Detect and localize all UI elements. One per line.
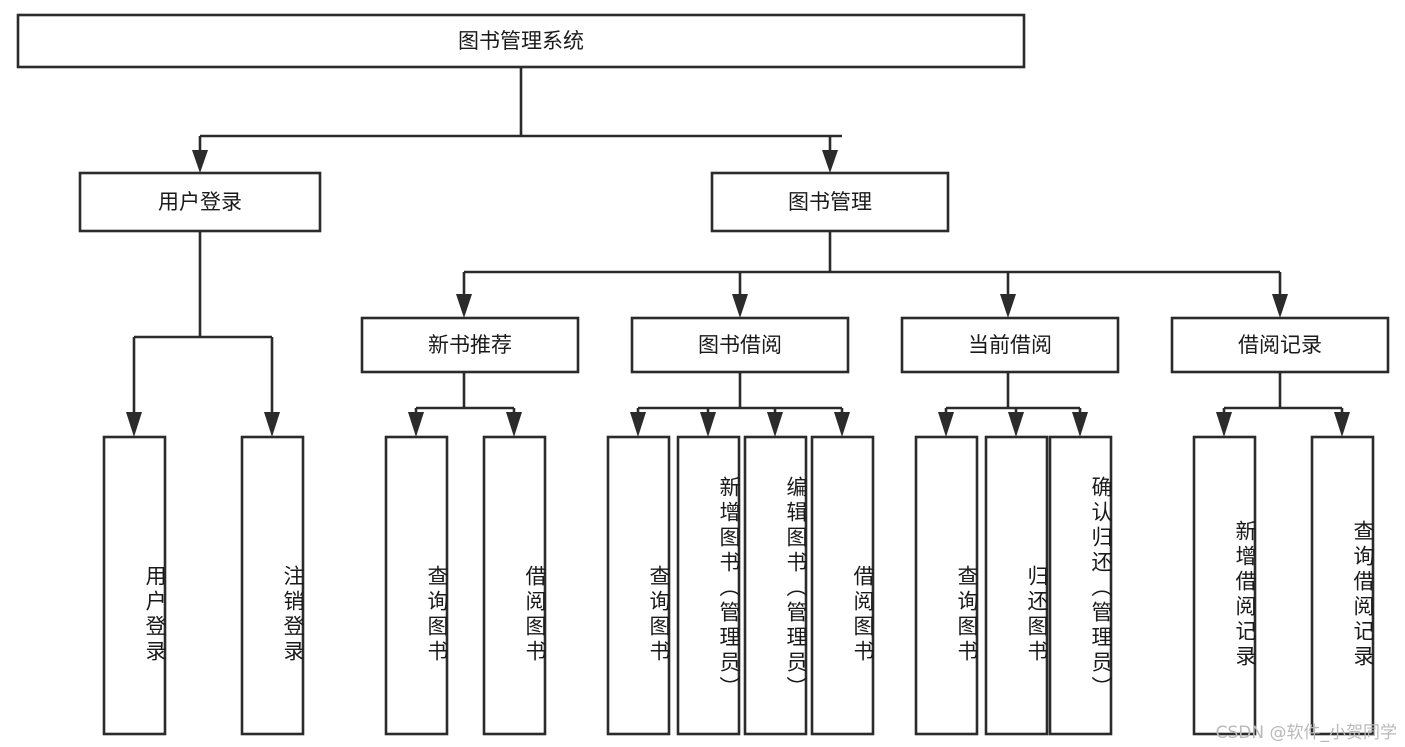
connector-book-borrow-to-leaves: [630, 372, 850, 437]
arrow-head-leaf-query-record: [1334, 412, 1350, 437]
arrow-head-leaf-query-book-3: [938, 412, 954, 437]
leaf-edit-book-box[interactable]: [743, 435, 808, 736]
arrow-head-leaf-add-record: [1216, 412, 1232, 437]
node-book-borrow[interactable]: 图书借阅: [630, 316, 850, 374]
node-current-borrow[interactable]: 当前借阅: [900, 316, 1120, 374]
arrow-head-leaf-edit-book: [767, 412, 783, 437]
connector-borrow-record-to-leaves: [1216, 372, 1350, 437]
node-current-borrow-label: 当前借阅: [968, 333, 1052, 357]
arrow-head-borrow-record: [1272, 294, 1288, 318]
arrow-head-leaf-borrow-book-2: [834, 412, 850, 437]
connector-current-borrow-to-leaves: [938, 372, 1088, 437]
node-borrow-record[interactable]: 借阅记录: [1170, 316, 1390, 374]
node-book-borrow-label: 图书借阅: [698, 333, 782, 357]
arrow-head-new-book-recommend: [456, 294, 472, 318]
node-user-login[interactable]: 用户登录: [78, 171, 322, 233]
node-root[interactable]: 图书管理系统: [16, 13, 1026, 69]
connector-new-book-recommend-to-leaves: [408, 372, 522, 437]
leaf-query-book-2-box[interactable]: [606, 435, 671, 736]
leaf-boxes: [102, 435, 1375, 736]
node-book-manage-box[interactable]: [710, 171, 950, 233]
leaf-add-book-box[interactable]: [676, 435, 741, 736]
leaf-borrow-book-2-box[interactable]: [810, 435, 875, 736]
leaf-query-record-box[interactable]: [1310, 435, 1375, 736]
arrow-head-current-borrow: [1000, 294, 1016, 318]
arrow-head-book-borrow: [732, 294, 748, 318]
leaf-user-login-box[interactable]: [102, 435, 167, 736]
leaf-return-book-box[interactable]: [984, 435, 1049, 736]
arrow-head-leaf-return-book: [1008, 412, 1024, 437]
arrow-head-leaf-logout: [264, 412, 280, 437]
arrow-head-leaf-add-book: [700, 412, 716, 437]
arrow-head-leaf-user-login: [126, 412, 142, 437]
leaf-logout-box[interactable]: [240, 435, 305, 736]
node-user-login-label: 用户登录: [158, 190, 242, 214]
node-new-book-recommend-label: 新书推荐: [428, 333, 512, 357]
leaf-query-book-3-box[interactable]: [914, 435, 979, 736]
connector-user-login-to-leaves: [126, 231, 280, 437]
node-root-box[interactable]: [16, 13, 1026, 69]
connector-root-to-level2: [192, 67, 842, 173]
csdn-watermark: CSDN @软件_小贺同学: [1215, 723, 1397, 743]
node-user-login-box[interactable]: [78, 171, 322, 233]
node-new-book-recommend[interactable]: 新书推荐: [360, 316, 580, 374]
arrow-head-leaf-borrow-book-1: [506, 412, 522, 437]
node-book-borrow-box[interactable]: [630, 316, 850, 374]
node-book-manage[interactable]: 图书管理: [710, 171, 950, 233]
leaf-add-record-box[interactable]: [1192, 435, 1257, 736]
arrow-head-leaf-confirm-return: [1072, 412, 1088, 437]
arrow-head-leaf-query-book-1: [408, 412, 424, 437]
node-root-label: 图书管理系统: [458, 29, 584, 53]
arrow-head-user-login: [192, 150, 208, 173]
node-borrow-record-label: 借阅记录: [1238, 333, 1322, 357]
arrow-head-leaf-query-book-2: [630, 412, 646, 437]
arrow-head-book-manage: [822, 150, 838, 173]
leaf-borrow-book-1-box[interactable]: [482, 435, 547, 736]
leaf-confirm-return-box[interactable]: [1048, 435, 1113, 736]
leaf-query-book-1-box[interactable]: [384, 435, 449, 736]
node-book-manage-label: 图书管理: [788, 190, 872, 214]
node-current-borrow-box[interactable]: [900, 316, 1120, 374]
node-borrow-record-box[interactable]: [1170, 316, 1390, 374]
node-new-book-recommend-box[interactable]: [360, 316, 580, 374]
connector-book-manage-to-level3: [456, 231, 1288, 318]
